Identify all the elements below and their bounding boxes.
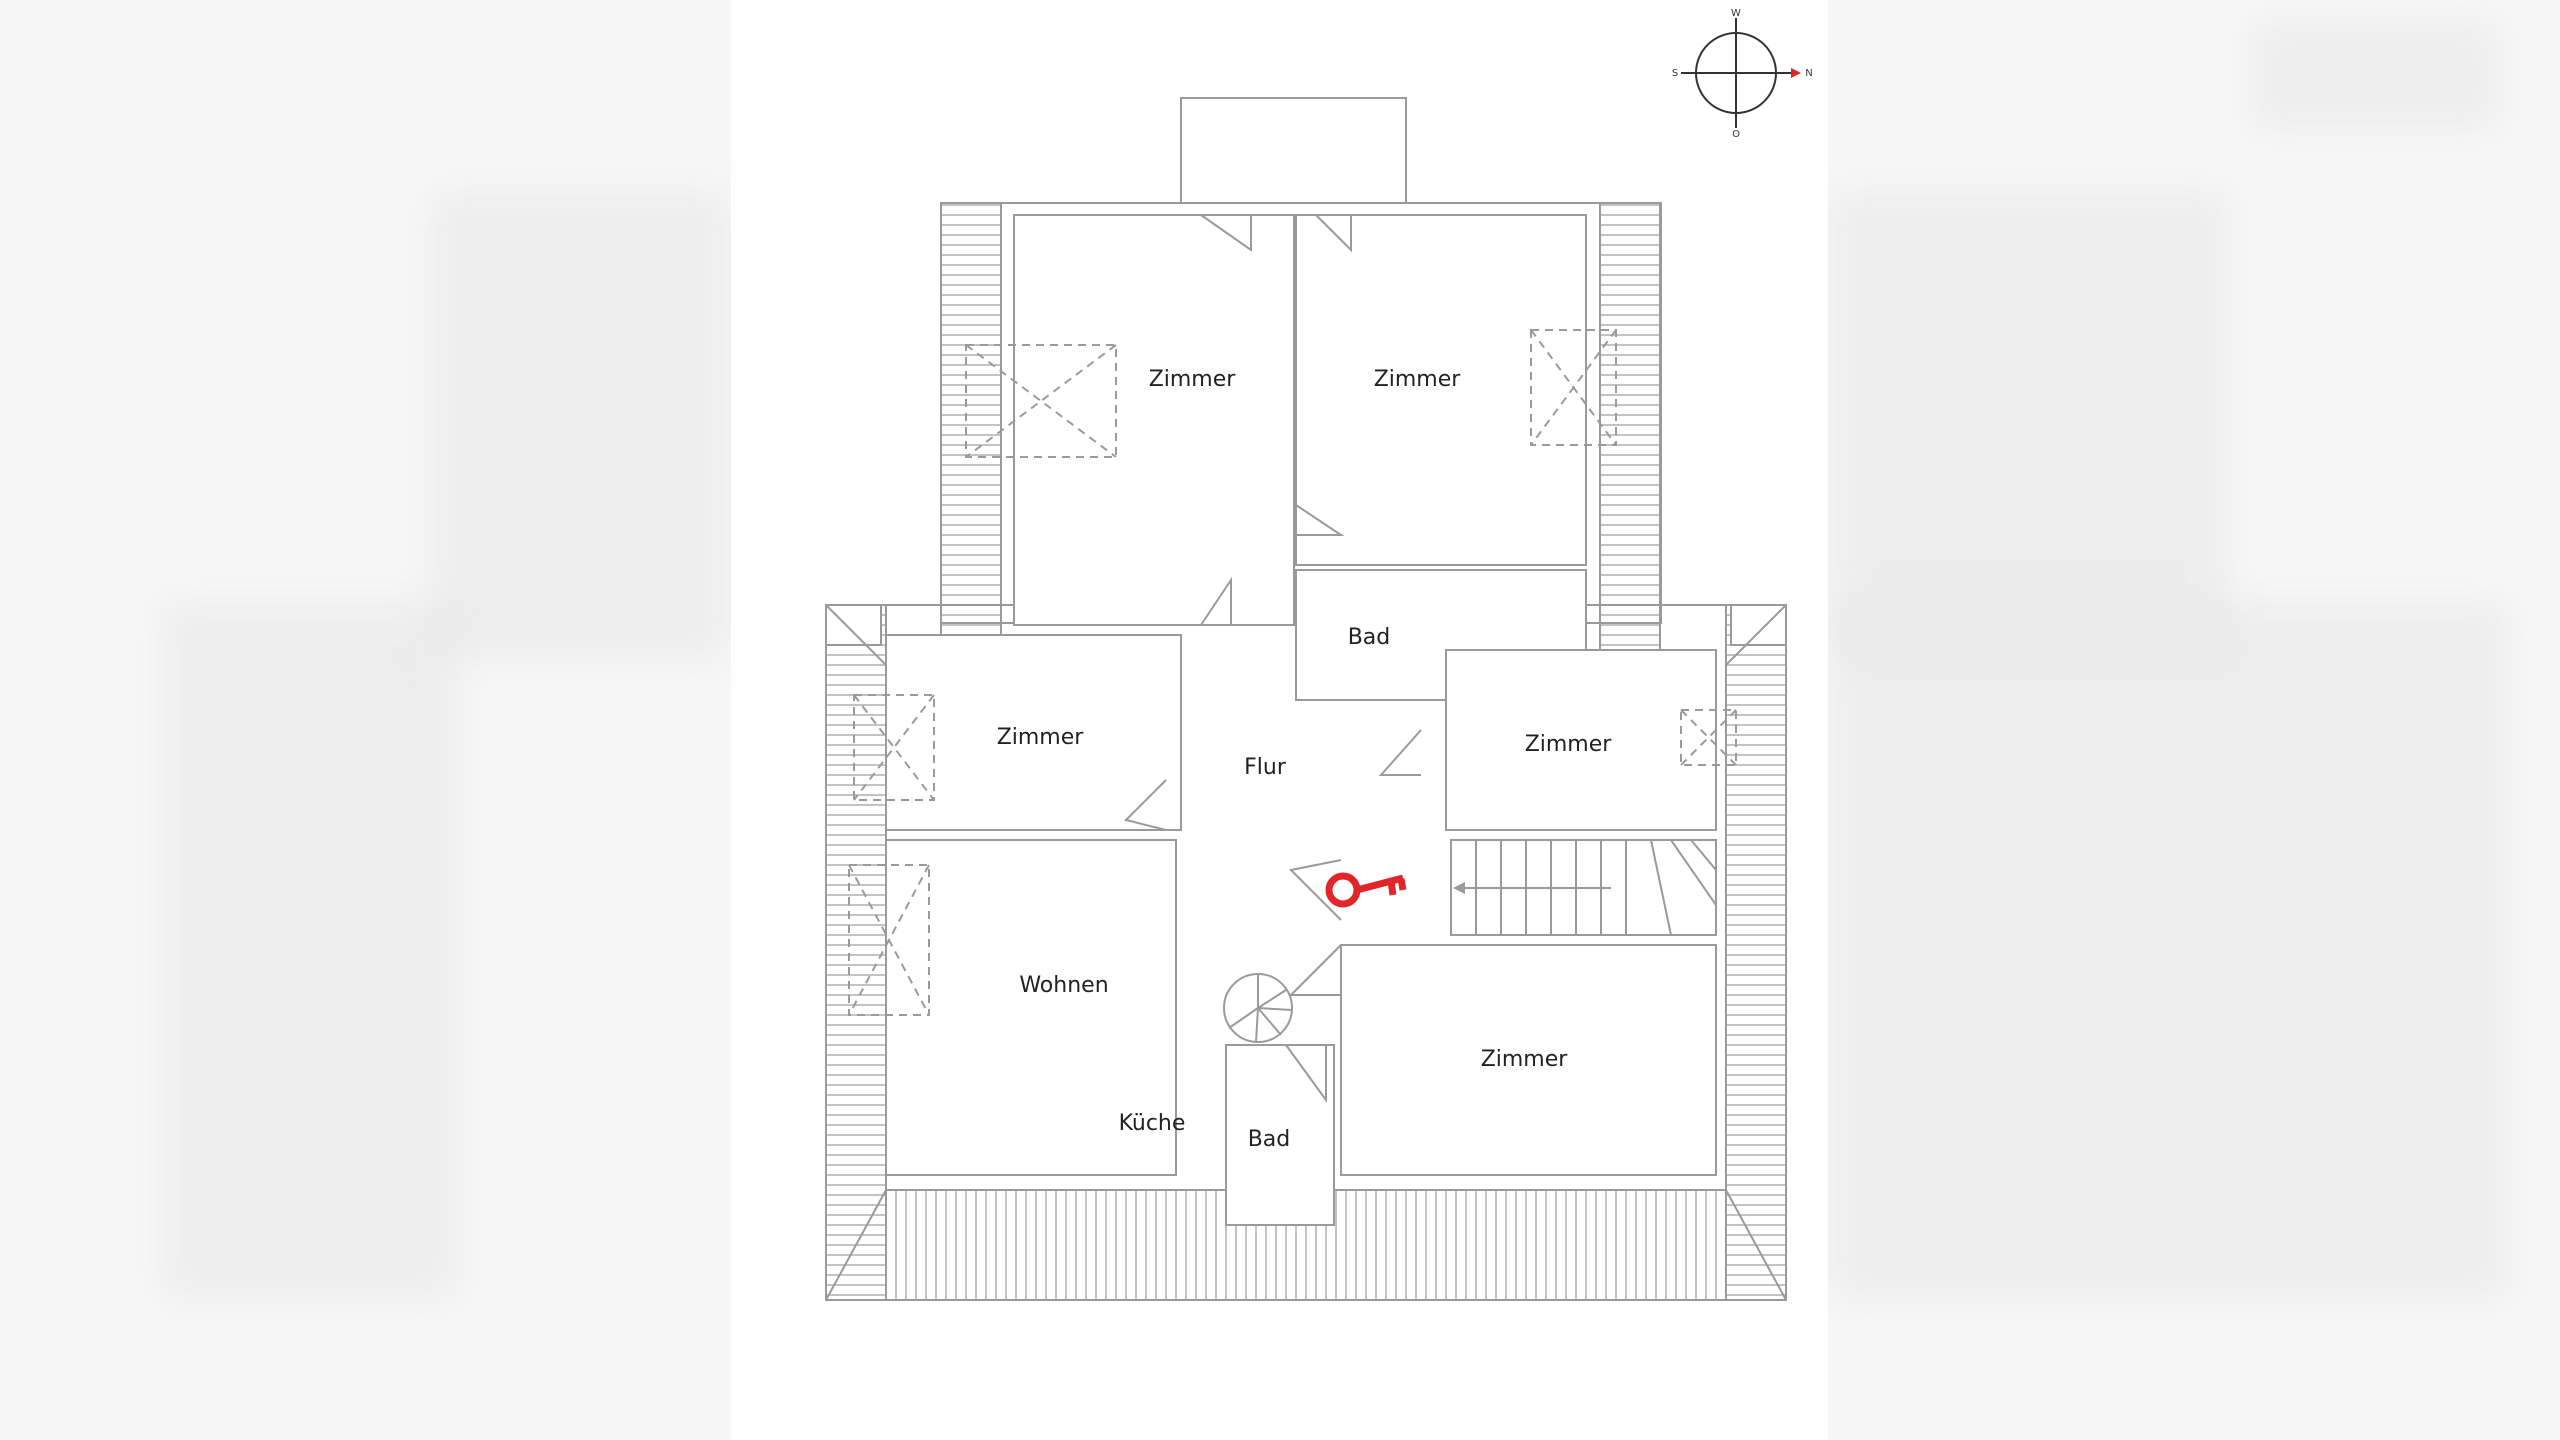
room-label-zimmer-nw: Zimmer xyxy=(1149,367,1237,392)
room-label-bad-bottom: Bad xyxy=(1248,1127,1291,1152)
stair-arrow-icon xyxy=(1453,882,1611,894)
roof-hatching xyxy=(825,202,1787,1301)
compass-label-east: O xyxy=(1732,129,1740,140)
skylights xyxy=(848,329,1737,1016)
spiral-stair xyxy=(1223,973,1293,1043)
compass-label-north: N xyxy=(1805,68,1812,79)
floorplan-panel: Zimmer Zimmer Bad Zimmer Flur Zimmer Woh… xyxy=(731,0,1828,1440)
room-label-zimmer-se: Zimmer xyxy=(1481,1047,1569,1072)
compass-label-south: S xyxy=(1672,68,1678,79)
room-label-zimmer-w: Zimmer xyxy=(997,725,1085,750)
room-label-flur: Flur xyxy=(1244,755,1287,780)
compass-icon: W O S N xyxy=(1672,8,1813,140)
room-label-kueche: Küche xyxy=(1119,1111,1186,1136)
compass-label-west: W xyxy=(1731,8,1741,19)
door-swings xyxy=(1124,214,1422,1104)
room-label-wohnen: Wohnen xyxy=(1019,973,1108,998)
room-label-zimmer-ne: Zimmer xyxy=(1374,367,1462,392)
room-label-zimmer-e: Zimmer xyxy=(1525,732,1613,757)
floorplan: Zimmer Zimmer Bad Zimmer Flur Zimmer Woh… xyxy=(825,8,1813,1301)
interior-walls xyxy=(885,214,1717,1226)
room-label-bad-top: Bad xyxy=(1348,625,1391,650)
key-icon xyxy=(1325,872,1407,908)
